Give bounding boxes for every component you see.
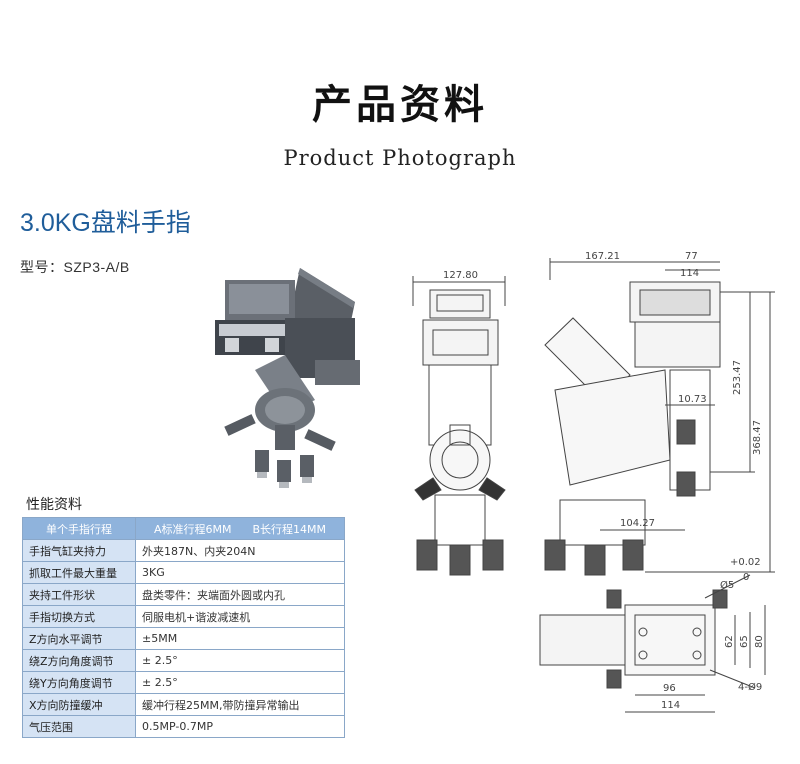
table-row: Z方向水平调节±5MM <box>22 627 345 650</box>
spec-key: 夹持工件形状 <box>22 583 136 606</box>
dim-label: 114 <box>680 268 699 279</box>
spec-header-a: A标准行程6MM <box>153 522 232 536</box>
spec-value: 0.5MP-0.7MP <box>135 715 345 738</box>
table-row: 绕Y方向角度调节± 2.5° <box>22 671 345 694</box>
dim-label: 127.80 <box>443 270 478 281</box>
spec-header-key: 单个手指行程 <box>22 517 136 540</box>
dim-label: 167.21 <box>585 251 620 262</box>
table-row: 手指气缸夹持力外夹187N、内夹204N <box>22 539 345 562</box>
spec-value: 外夹187N、内夹204N <box>135 539 345 562</box>
dim-label: 104.27 <box>620 518 655 529</box>
dim-label: 80 <box>754 635 765 648</box>
spec-value: ± 2.5° <box>135 671 345 694</box>
dim-label: 96 <box>663 683 676 694</box>
dim-label: 62 <box>724 635 735 648</box>
spec-header-values: A标准行程6MM B长行程14MM <box>135 517 345 540</box>
spec-key: Z方向水平调节 <box>22 627 136 650</box>
dim-label: 0 <box>743 572 749 583</box>
spec-key: X方向防撞缓冲 <box>22 693 136 716</box>
dim-label: 77 <box>685 251 698 262</box>
dim-label: 368.47 <box>752 420 763 455</box>
table-row: 绕Z方向角度调节± 2.5° <box>22 649 345 672</box>
spec-value: ±5MM <box>135 627 345 650</box>
spec-value: ± 2.5° <box>135 649 345 672</box>
dim-label: +0.02 <box>730 557 761 568</box>
spec-value: 3KG <box>135 561 345 584</box>
product-photo <box>215 268 360 488</box>
performance-section-label: 性能资料 <box>26 497 82 513</box>
spec-table-header: 单个手指行程 A标准行程6MM B长行程14MM <box>22 517 345 540</box>
spec-value: 伺服电机+谐波减速机 <box>135 605 345 628</box>
spec-key: 抓取工件最大重量 <box>22 561 136 584</box>
spec-key: 手指气缸夹持力 <box>22 539 136 562</box>
spec-header-b: B长行程14MM <box>252 522 327 536</box>
dim-label: 114 <box>661 700 680 711</box>
product-name: 3.0KG盘料手指 <box>20 209 191 237</box>
spec-value: 盘类零件：夹端面外圆或内孔 <box>135 583 345 606</box>
spec-key: 气压范围 <box>22 715 136 738</box>
dim-label: 10.73 <box>678 394 707 405</box>
spec-key: 手指切换方式 <box>22 605 136 628</box>
table-row: 夹持工件形状盘类零件：夹端面外圆或内孔 <box>22 583 345 606</box>
dim-label: 65 <box>739 635 750 648</box>
dim-label: Ø5 <box>720 579 734 591</box>
technical-drawing: 127.80 167.21 77 114 253.47 368.47 10.73… <box>412 251 775 713</box>
spec-value: 缓冲行程25MM,带防撞异常输出 <box>135 693 345 716</box>
dim-label: 4-Ø9 <box>738 681 762 693</box>
table-row: X方向防撞缓冲缓冲行程25MM,带防撞异常输出 <box>22 693 345 716</box>
page-title-cn: 产品资料 <box>312 82 488 128</box>
product-model: 型号：SZP3-A/B <box>20 259 130 275</box>
dim-label: 253.47 <box>732 360 743 395</box>
spec-key: 绕Y方向角度调节 <box>22 671 136 694</box>
page-title-en: Product Photograph <box>283 146 517 170</box>
table-row: 手指切换方式伺服电机+谐波减速机 <box>22 605 345 628</box>
spec-table: 单个手指行程 A标准行程6MM B长行程14MM 手指气缸夹持力外夹187N、内… <box>22 517 345 738</box>
spec-key: 绕Z方向角度调节 <box>22 649 136 672</box>
